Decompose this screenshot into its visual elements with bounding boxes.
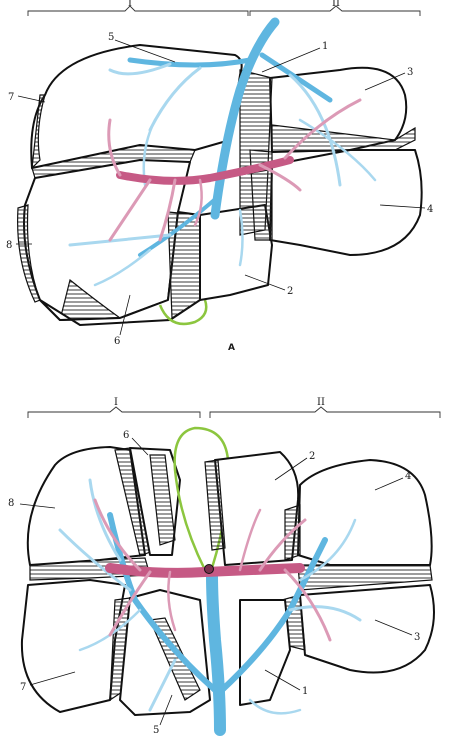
portal-vein-branch4-a xyxy=(258,163,302,192)
portal-vein-branch4-b xyxy=(258,518,307,572)
half-right-label-a: II xyxy=(332,0,340,9)
leader-1-a xyxy=(261,47,321,73)
portal-vein-hilum xyxy=(204,564,214,574)
hepatic-vein-right-a xyxy=(259,52,333,103)
half-left-label-b: I xyxy=(114,397,118,408)
panel-b: I II xyxy=(8,397,441,736)
leader-6-a xyxy=(119,294,131,336)
label-7-b: 7 xyxy=(20,682,26,693)
hepatic-vein-lower-branch1-a xyxy=(68,233,172,247)
portal-vein-branch1-b xyxy=(108,570,152,637)
hepatic-vein-left-branch1-b xyxy=(58,528,132,592)
panel-a: I II xyxy=(6,0,433,353)
portal-vein-branch2-a xyxy=(108,178,152,242)
portal-vein-branch1-a xyxy=(158,178,177,242)
segment-7-cut-a xyxy=(31,94,46,170)
segment-1-b xyxy=(239,599,291,706)
leader-2-a xyxy=(244,274,286,291)
leader-8-b xyxy=(19,503,56,509)
portal-vein-branch3-b xyxy=(167,570,177,632)
portal-vein-branch5-b xyxy=(283,568,332,642)
leader-7-b xyxy=(29,671,76,686)
leader-5-a xyxy=(114,39,176,63)
label-4-a: 4 xyxy=(427,204,433,215)
label-7-a: 7 xyxy=(8,92,14,103)
leader-1-b xyxy=(264,669,301,691)
segment-4-a xyxy=(269,149,423,256)
portal-vein-branch2-b xyxy=(93,498,142,572)
label-3-b: 3 xyxy=(414,632,420,643)
hepatic-vein-lower-branch3-a xyxy=(238,208,244,267)
label-6-a: 6 xyxy=(114,336,120,347)
hepatic-vein-left-a xyxy=(127,57,253,68)
leader-3-a xyxy=(364,72,406,91)
brace-half-left-b xyxy=(27,406,201,418)
hepatic-vein-trunk-b xyxy=(206,569,226,736)
label-4-b: 4 xyxy=(405,471,411,482)
hepatic-vein-lower-branch2-a xyxy=(93,248,152,287)
leader-5-b xyxy=(159,694,173,726)
right-ridge-b xyxy=(297,564,433,591)
segment-7-b xyxy=(20,579,126,713)
label-8-b: 8 xyxy=(8,498,14,509)
hepatic-vein-left-branch4-b xyxy=(148,658,177,712)
half-right-label-b: II xyxy=(317,397,325,408)
hepatic-vein-right-branch3-b xyxy=(248,698,302,715)
leader-7-a xyxy=(17,95,46,103)
leader-6-b xyxy=(131,437,149,456)
label-5-b: 5 xyxy=(153,725,159,736)
leader-3-b xyxy=(374,619,413,636)
label-6-b: 6 xyxy=(123,430,129,441)
label-3-a: 3 xyxy=(407,67,413,78)
brace-half-left-a xyxy=(27,5,249,16)
leader-4-b xyxy=(374,477,404,491)
hepatic-vein-left-branch2-a xyxy=(108,62,172,76)
segment-6-cut-b xyxy=(149,454,176,546)
segment-4-b xyxy=(297,459,433,566)
hepatic-vein-right-branch1-b xyxy=(288,605,362,622)
label-1-a: 1 xyxy=(322,41,328,52)
panel-label-a: A xyxy=(228,343,235,353)
hepatic-vein-right-branch2-b xyxy=(298,518,357,582)
hepatic-vein-right-branch1-a xyxy=(288,73,342,187)
hepatic-vein-right-branch2-a xyxy=(298,118,377,182)
portal-vein-branch3-a xyxy=(107,118,122,177)
mid-cut-a xyxy=(167,211,201,320)
portal-vein-branch6-a xyxy=(193,178,203,227)
hepatic-vein-lower-a xyxy=(138,193,222,257)
label-2-b: 2 xyxy=(309,451,315,462)
label-8-a: 8 xyxy=(6,240,12,251)
leader-4-a xyxy=(379,204,426,209)
segment-2-cut-b xyxy=(204,459,226,551)
round-ligament-a xyxy=(158,299,208,326)
brace-half-right-b xyxy=(209,406,441,418)
label-2-a: 2 xyxy=(287,286,293,297)
portal-vein-branch5-a xyxy=(283,98,362,160)
label-5-a: 5 xyxy=(108,32,114,43)
segment-3-b xyxy=(299,584,435,674)
portal-vein-branch6-b xyxy=(238,508,262,572)
leader-2-b xyxy=(274,457,308,481)
label-1-b: 1 xyxy=(302,686,308,697)
hepatic-vein-left-branch2-b xyxy=(88,478,122,562)
half-left-label-a: I xyxy=(128,0,132,9)
brace-half-right-a xyxy=(249,5,421,16)
